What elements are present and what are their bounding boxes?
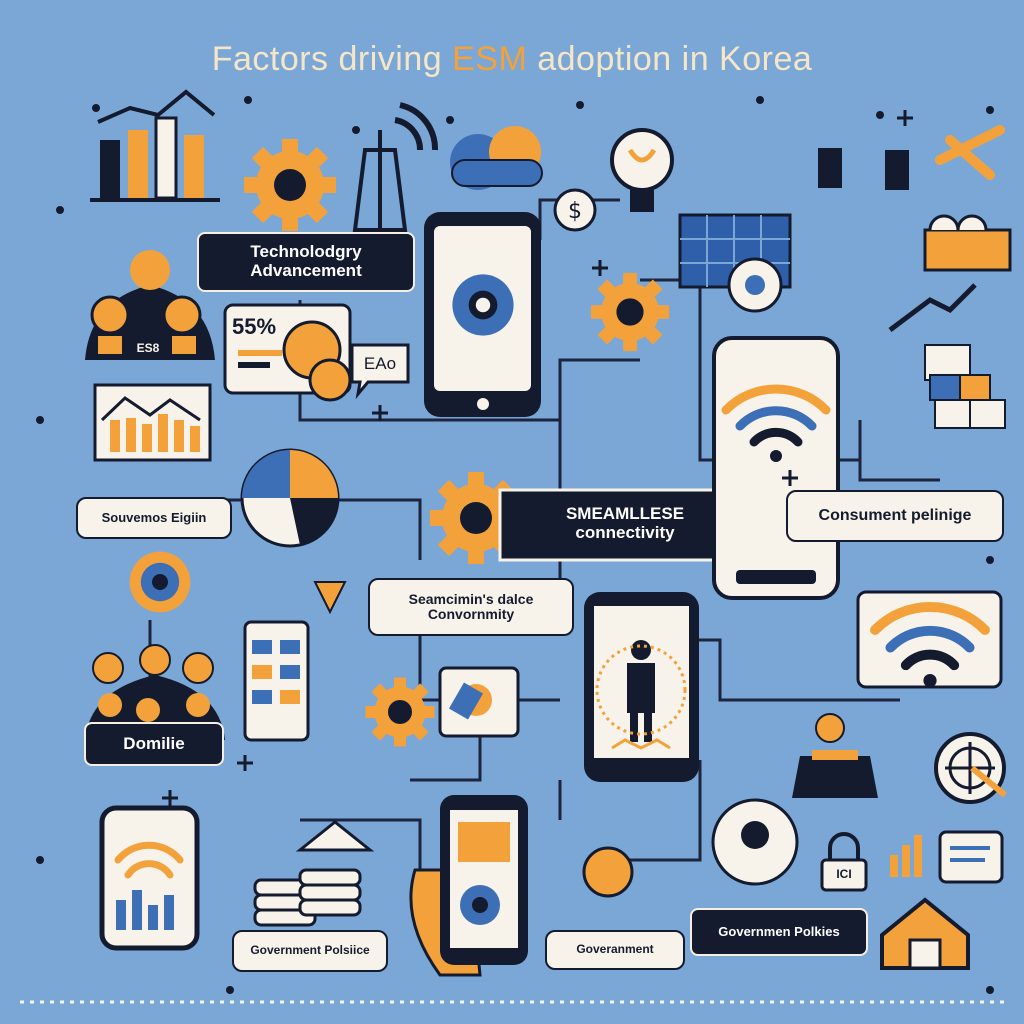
desk-worker-icon: [792, 713, 878, 798]
lock-badge: ICI: [836, 867, 852, 882]
coin-stack-icon: [253, 820, 375, 927]
house-icon: [880, 897, 970, 970]
city-skyline-icon: [923, 214, 1012, 272]
grid-panel-icon: [678, 213, 792, 313]
gov-policies-right-label: Governmen Polkies: [690, 908, 868, 956]
eao-label: EAo: [363, 353, 397, 373]
government-label: Goveranment: [545, 930, 685, 970]
chat-card-icon: [938, 830, 1004, 884]
percent-value: 55%: [232, 313, 277, 339]
cloud-icon: [450, 126, 543, 190]
technology-advancement-label: Technolodgry Advancement: [197, 232, 415, 292]
person-head-icon: [582, 846, 634, 898]
seamless-connectivity-label: SMEAMLLESE connectivity: [565, 504, 685, 542]
signal-tower-icon: [352, 102, 439, 232]
decor-plus: [162, 110, 913, 806]
page-title: Factors driving ESM adoption in Korea: [211, 40, 813, 78]
seamcimin-label: Seamcimin's dalce Convornmity: [368, 578, 574, 636]
lightbulb-icon: [610, 128, 674, 212]
bar-chart-small-icon: [890, 835, 922, 877]
decor-dots: [36, 96, 994, 994]
app-panel: [243, 620, 310, 742]
esb-badge: ES8: [126, 338, 170, 360]
svg-text:$: $: [568, 199, 582, 224]
title-highlight: ESM: [452, 40, 528, 78]
bar-chart-icon: [90, 89, 220, 202]
dollar-icon: [553, 188, 597, 232]
cone-icon: [313, 581, 347, 615]
consumer-label: Consument pelinige: [786, 490, 1004, 542]
domilie-label: Domilie: [84, 722, 224, 766]
trend-arrow-icon: [888, 283, 977, 332]
lock-icon: [828, 832, 860, 860]
speech-bubble-icon: [350, 343, 410, 400]
people-group-icon: [85, 250, 215, 360]
target-icon: [934, 732, 1007, 804]
devices-icon: [818, 125, 1005, 190]
souvenir-label: Souvemos Eigiin: [76, 497, 232, 539]
pie-chart-icon: [240, 448, 340, 548]
gov-policies-left-label: Government Polsiice: [232, 930, 388, 972]
boxes-icon: [924, 344, 1006, 429]
